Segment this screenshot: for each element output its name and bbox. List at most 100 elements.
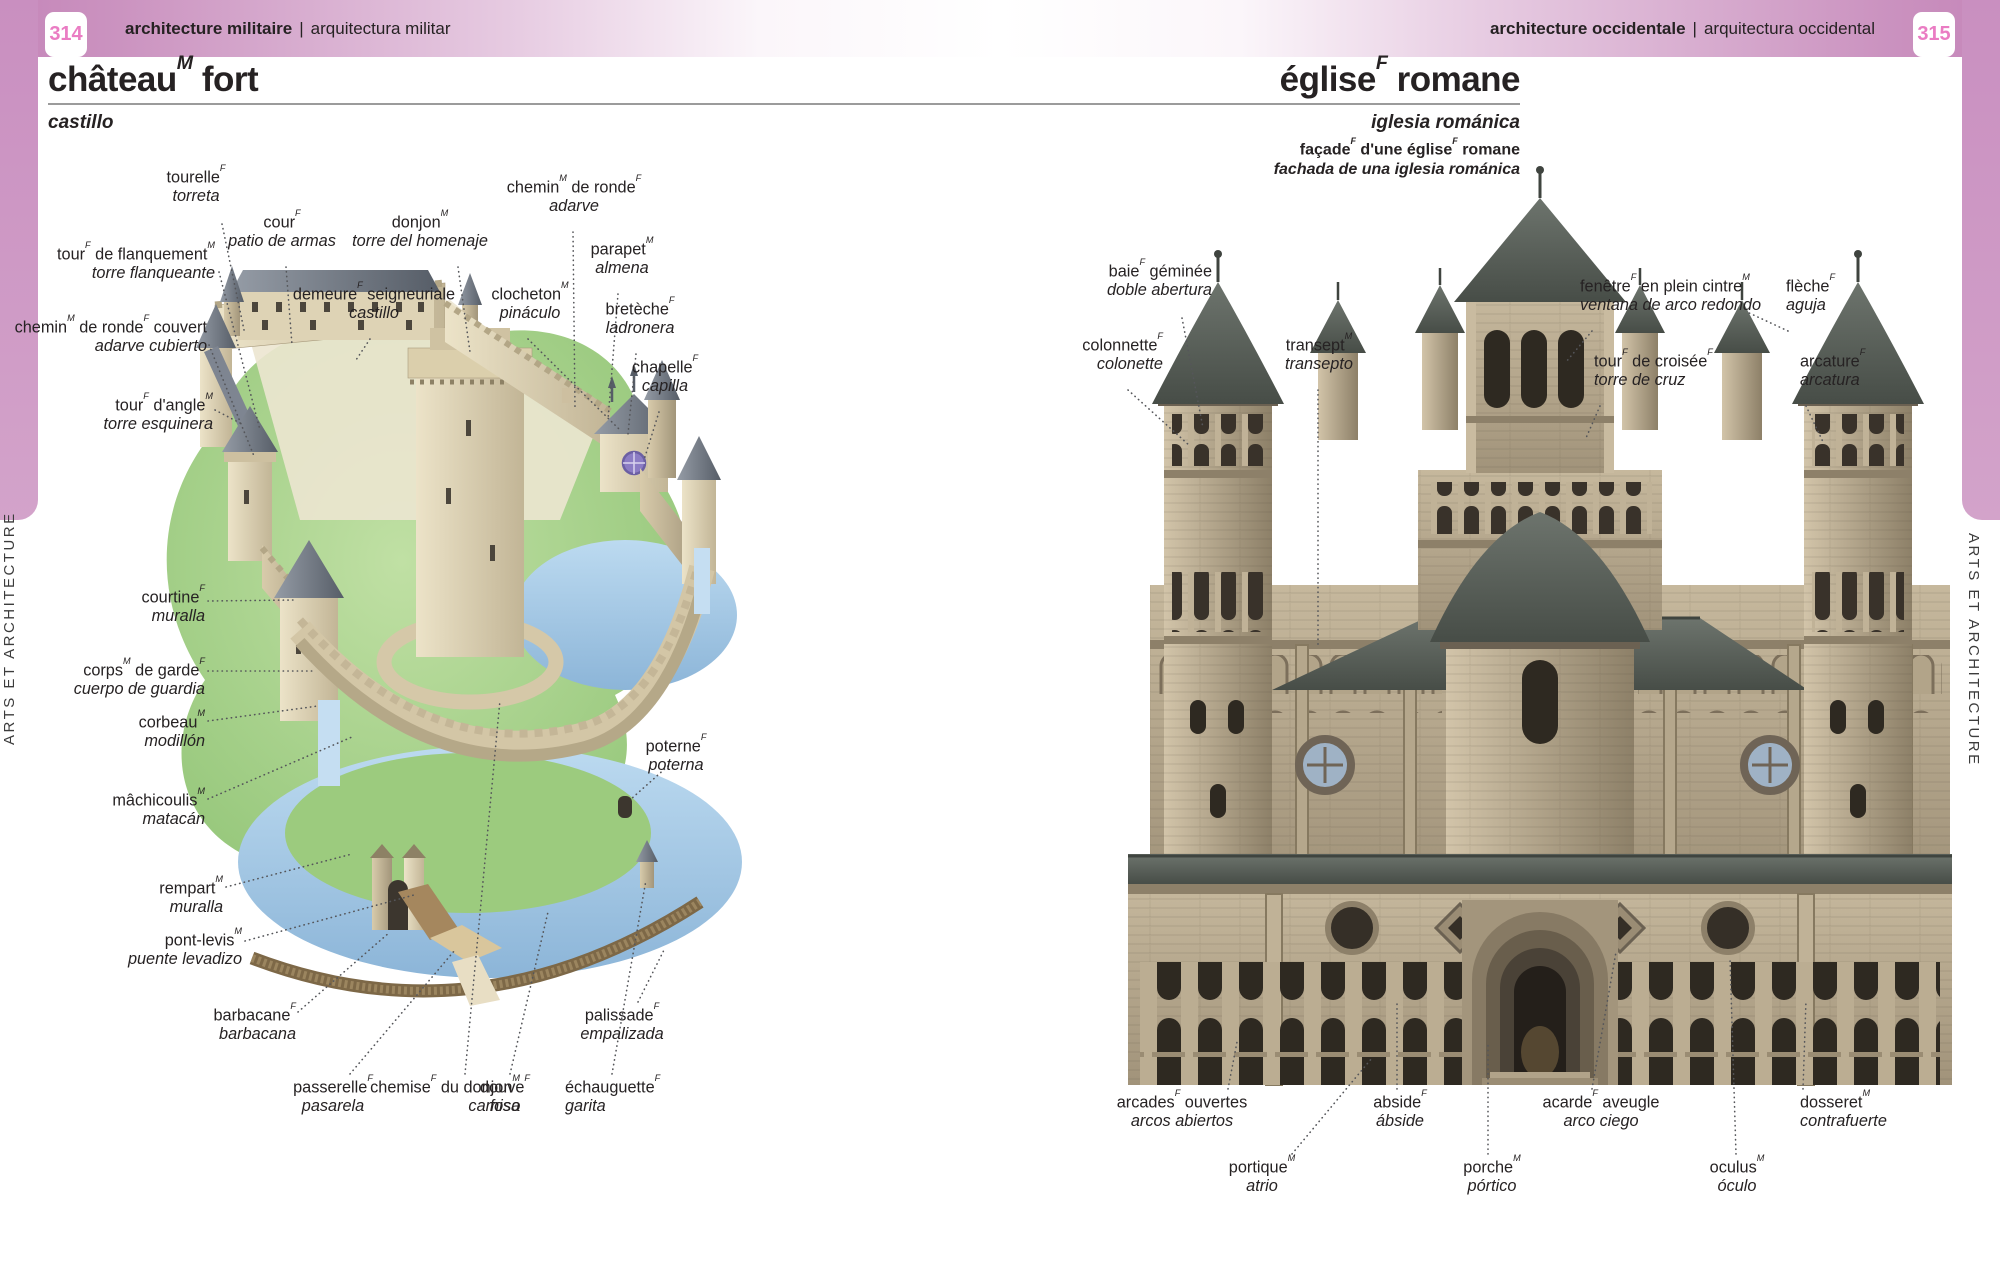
label-abside-fr: absideF	[1373, 1088, 1427, 1112]
label-tourelle-fr: tourelleF	[166, 163, 226, 187]
label-parapet-fr: parapetM	[590, 235, 654, 259]
label-breteche-fr: bretècheF	[605, 295, 675, 319]
label-acarde-aveugle-es: arco ciego	[1563, 1112, 1639, 1131]
label-parapet-es: almena	[595, 259, 649, 278]
running-head-right-separator: |	[1692, 19, 1697, 38]
label-oculus-es: óculo	[1717, 1177, 1757, 1196]
running-head-left-separator: |	[299, 19, 304, 38]
label-chemin-de-ronde-couvert-fr: cheminM de rondeF couvert	[14, 313, 207, 337]
label-fleche-es: aguja	[1786, 296, 1826, 315]
label-tour-d-angle-fr: tourF d'angleM	[115, 391, 213, 415]
label-arcature-es: arcatura	[1800, 371, 1860, 390]
section-title-vertical-right: ARTS ET ARCHITECTURE	[1965, 533, 1982, 767]
label-porche-es: pórtico	[1467, 1177, 1517, 1196]
section-title-vertical-left: ARTS ET ARCHITECTURE	[1, 511, 18, 745]
subtitle-fachada: fachada de una iglesia románica	[1273, 161, 1520, 178]
label-demeure-seigneuriale-fr: demeureF seigneuriale	[292, 280, 456, 304]
label-dosseret-es: contrafuerte	[1800, 1112, 1887, 1131]
label-barbacane-es: barbacana	[219, 1025, 296, 1044]
label-barbacane-fr: barbacaneF	[213, 1001, 296, 1025]
label-abside-es: ábside	[1376, 1112, 1424, 1131]
label-chemin-de-ronde-couvert-es: adarve cubierto	[94, 337, 207, 356]
label-breteche-es: ladronera	[605, 319, 675, 338]
label-poterne-fr: poterneF	[645, 732, 707, 756]
running-head-right-es: arquitectura occidental	[1703, 19, 1875, 38]
label-palissade-es: empalizada	[580, 1025, 664, 1044]
label-tour-d-angle-es: torre esquinera	[103, 415, 213, 434]
page-number-right: 315	[1917, 23, 1951, 45]
church-illustration	[1128, 166, 1952, 1086]
label-chapelle-fr: chapelleF	[631, 353, 699, 377]
label-tour-de-flanquement-es: torre flanqueante	[91, 264, 215, 283]
label-transept-es: transepto	[1285, 355, 1353, 374]
label-courtine-es: muralla	[151, 607, 205, 626]
label-dosseret-fr: dosseretM	[1800, 1088, 1871, 1112]
title-rule	[48, 103, 1520, 105]
label-rempart-fr: rempartM	[159, 874, 223, 898]
label-poterne-es: poterna	[648, 756, 704, 775]
label-tour-de-flanquement-fr: tourF de flanquementM	[56, 240, 215, 264]
label-palissade-fr: palissadeF	[584, 1001, 660, 1025]
label-machicoulis-es: matacán	[142, 810, 205, 829]
label-echauguette-es: garita	[565, 1097, 606, 1116]
page-number-box-left: 314	[45, 12, 87, 57]
label-corbeau-fr: corbeauM	[138, 708, 205, 732]
label-porche-fr: porcheM	[1463, 1153, 1521, 1177]
label-courtine-fr: courtineF	[141, 583, 205, 607]
label-machicoulis-fr: mâchicoulisM	[112, 786, 205, 810]
running-head-left: architecture militaire|arquitectura mili…	[125, 19, 451, 39]
label-clocheton-es: pináculo	[499, 304, 561, 323]
label-acarde-aveugle-fr: acardeF aveugle	[1542, 1088, 1660, 1112]
title-chateau-fort: châteauM fort	[48, 51, 259, 99]
label-chemise-du-donjon-fr: chemiseF du donjonM	[370, 1073, 520, 1097]
section-rail-right	[1962, 0, 2000, 520]
label-arcades-ouvertes-fr: arcadesF ouvertes	[1116, 1088, 1248, 1112]
label-douve-fr: douveF	[480, 1073, 530, 1097]
subtitle-castillo: castillo	[48, 112, 114, 133]
subtitle-facade: façadeF d'une égliseF romane	[1299, 135, 1520, 159]
label-arcades-ouvertes-es: arcos abiertos	[1130, 1112, 1234, 1131]
label-pont-levis-fr: pont-levisM	[164, 926, 242, 950]
label-tour-de-croisee-fr: tourF de croiséeF	[1594, 347, 1713, 371]
page-number-left: 314	[49, 23, 83, 45]
label-echauguette-fr: échauguetteF	[565, 1073, 661, 1097]
label-donjon-es: torre del homenaje	[352, 232, 488, 251]
label-chapelle-es: capilla	[641, 377, 689, 396]
label-fleche-fr: flècheF	[1786, 272, 1836, 296]
label-portique-es: atrio	[1246, 1177, 1278, 1196]
label-clocheton-fr: clochetonM	[491, 280, 569, 304]
label-corbeau-es: modillón	[144, 732, 205, 751]
page-number-box-right: 315	[1913, 12, 1955, 57]
running-head-left-fr: architecture militaire	[125, 19, 293, 38]
label-donjon-fr: donjonM	[391, 208, 449, 232]
label-tour-de-croisee-es: torre de cruz	[1594, 371, 1686, 390]
label-corps-de-garde-es: cuerpo de guardia	[73, 680, 205, 699]
label-fenetre-en-plein-cintre-fr: fenêtreF en plein cintreM	[1580, 272, 1750, 296]
header-band: 314 architecture militaire | arquitectura …	[0, 0, 2000, 57]
title-eglise-romane: égliseF romane	[1279, 51, 1521, 99]
